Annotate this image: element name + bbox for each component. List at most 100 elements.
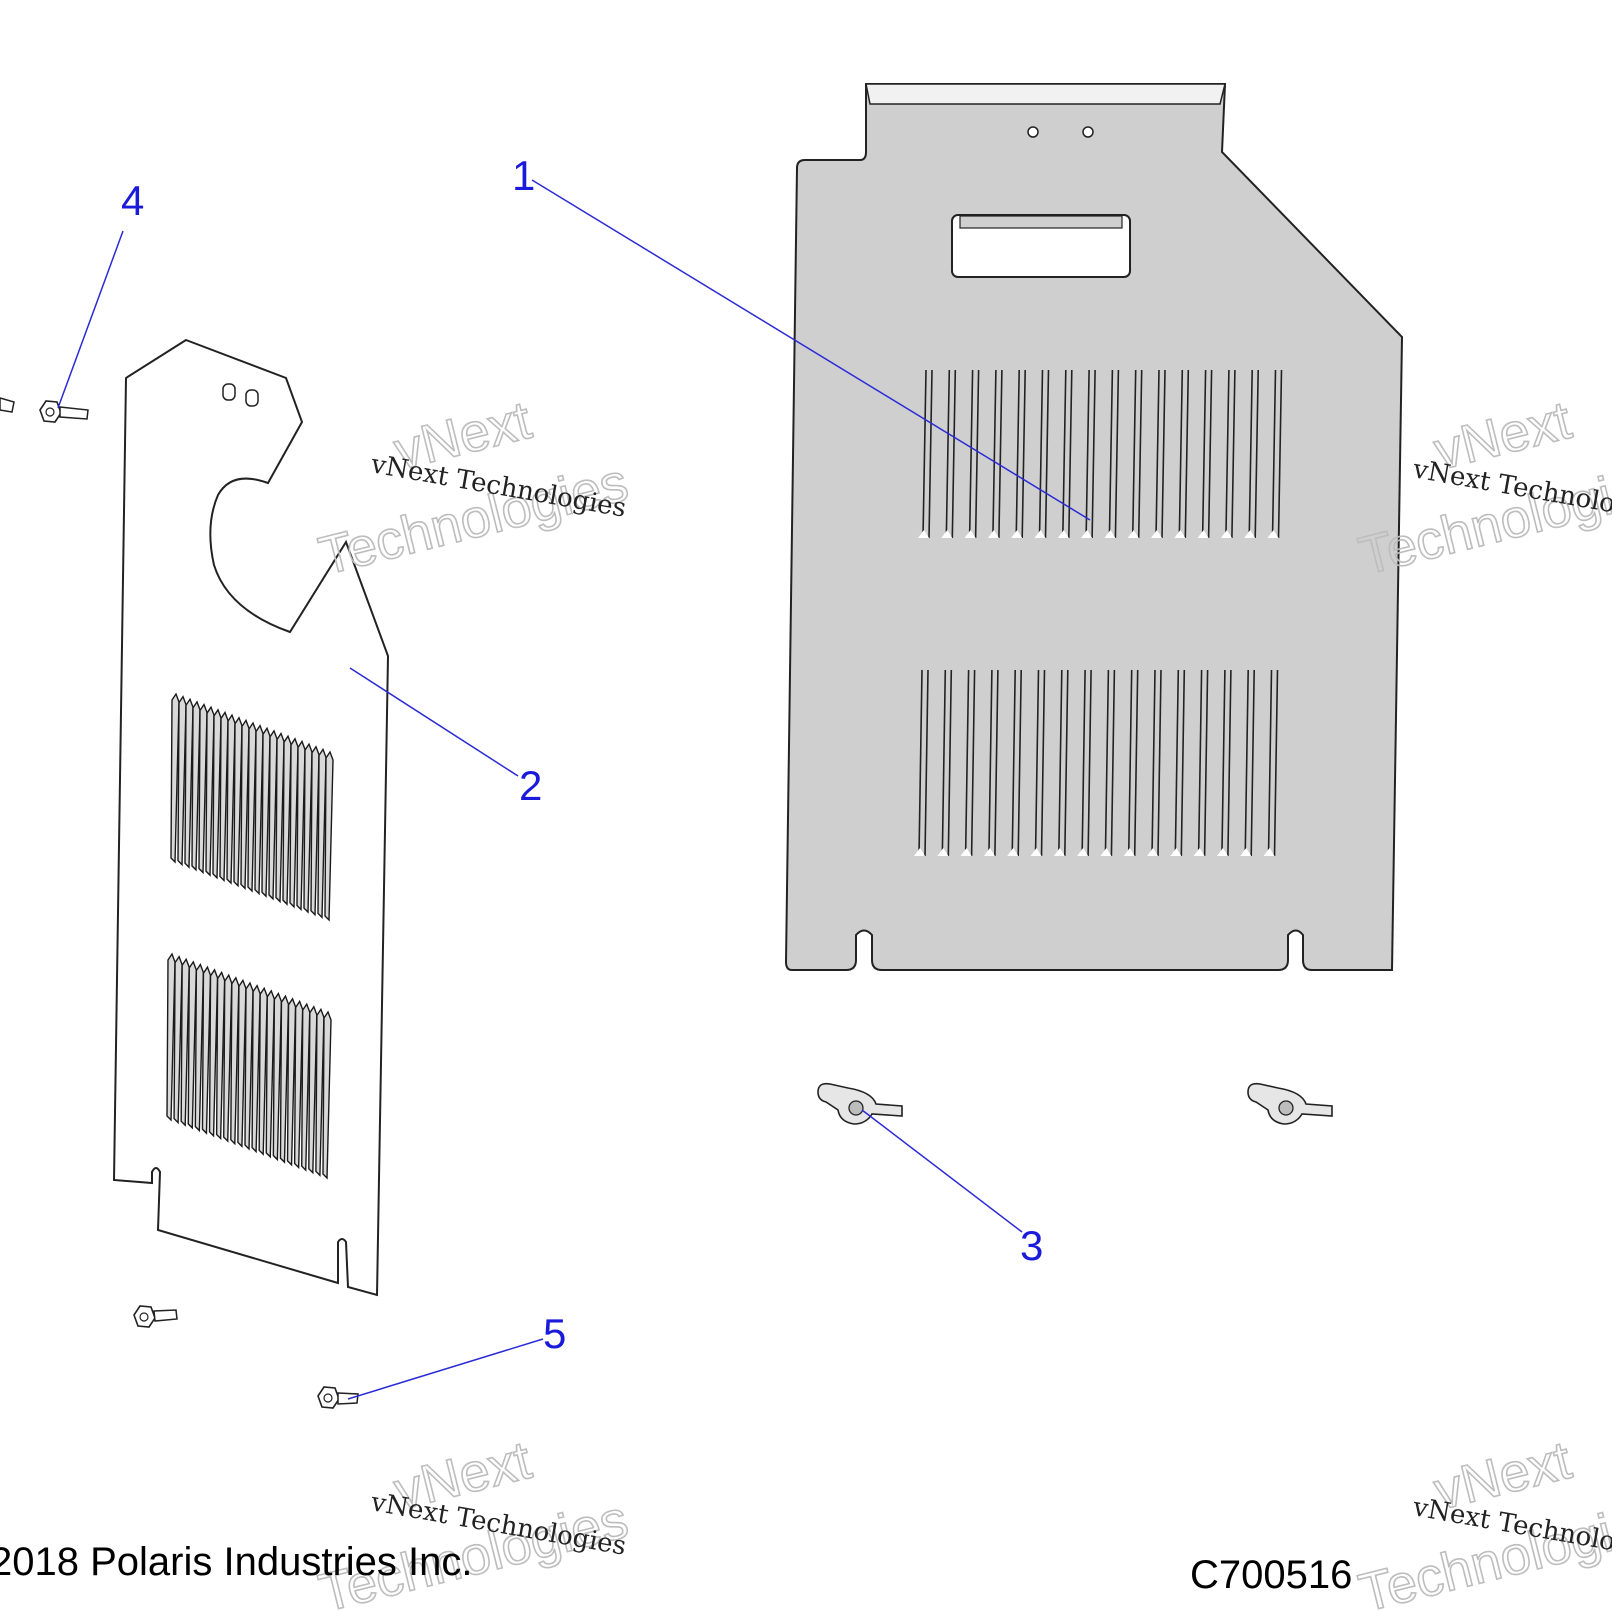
vent-slot [1021,369,1026,539]
louver-fin [317,747,327,920]
panel-2-louvers-lower [166,952,332,1180]
panel-2-louvers-upper [170,692,334,922]
vent-slot [1114,369,1120,539]
vent-slot [1174,669,1180,857]
vent-slot [1133,669,1139,857]
vent-slot [1277,369,1283,539]
vent-slot [1231,369,1236,539]
vent-slot [1087,669,1092,857]
louver-fin [240,718,250,891]
bolt-partial-left [0,397,15,413]
vent-slot [924,669,929,857]
vent-slot-notch [1011,530,1023,538]
vent-slot [918,669,923,857]
panel-2-hole-right [245,389,259,407]
vent-slot-notch [1216,848,1228,856]
louver-fin [303,742,313,914]
louver-fin [258,986,268,1156]
bolt-part-5 [317,1386,359,1409]
vent-slot [1155,369,1160,539]
vent-slot-notch [1053,848,1065,856]
vent-slot [998,369,1003,539]
vent-slot-notch [1174,530,1186,538]
louver-fin [275,732,285,904]
leader-5 [347,1338,544,1400]
louver-fin [170,692,180,864]
vent-slot-notch [1267,530,1279,538]
louver-fin [315,1007,325,1178]
vent-slot [1151,669,1156,857]
louver-fin [237,978,247,1149]
panel-1-handle-slot [951,214,1131,278]
vent-slot [994,669,999,857]
bolt-part-4 [39,400,89,423]
vent-slot [1081,669,1086,857]
panel-1-body [784,83,1404,971]
vent-slot [1131,369,1137,539]
vent-slot [1250,669,1255,857]
vent-slot-notch [941,530,953,538]
louver-fin [191,700,201,872]
clip-part-3-right [1247,1082,1333,1125]
vent-slot [945,369,951,539]
vent-slot [1184,369,1190,539]
vent-slot [1273,669,1279,857]
vent-slot [1110,669,1116,857]
louver-fin [187,960,197,1130]
louver-fin [282,734,292,906]
vent-slot [1085,369,1090,539]
vent-slot [1207,369,1213,539]
vent-slot-notch [983,848,995,856]
louver-fin [272,992,283,1162]
panel-1-vents-upper [918,369,1283,539]
vent-slot [992,369,997,539]
vent-slot [1254,369,1259,539]
bolt-bottom-left [133,1305,178,1328]
louver-fin [286,997,297,1167]
louver-fin [184,697,194,869]
vent-slot [1225,369,1230,539]
louver-fin [198,703,208,875]
vent-slot [1137,369,1143,539]
panel-2-hole-left [222,383,236,401]
watermark-top-left: vNext Technologies vNext Technologies [313,389,635,587]
vent-slot [1161,369,1166,539]
vent-slot [1017,669,1022,857]
vent-slot-notch [1030,848,1042,856]
louver-fin [265,989,275,1159]
vent-slot-notch [918,530,929,538]
panel-1-hole-left [1027,126,1039,138]
vent-slot [970,669,976,857]
vent-slot [1227,669,1232,857]
vent-slot [1244,669,1249,857]
louver-fin [310,745,320,917]
vent-slot [1062,369,1067,539]
watermark-bottom-right: vNext Technologies vNext Technologies [1353,1429,1612,1612]
vent-slot-notch [1100,848,1112,856]
louver-fin [279,994,290,1164]
louver-fin [215,970,226,1141]
louver-fin [194,963,205,1133]
vent-slot-notch [1147,848,1158,856]
vent-slot [928,369,933,539]
vent-slot [988,669,993,857]
louver-fin [233,716,243,888]
louver-fin [293,999,304,1170]
vent-slot [968,369,974,539]
louver-fin [251,984,261,1154]
vent-slot-notch [987,530,999,538]
vent-slot [1044,369,1050,539]
vent-slot-notch [1057,530,1069,538]
panel-1-handle-inner [959,215,1123,229]
vent-slot [1180,669,1186,857]
vent-slot-notch [1007,848,1019,856]
leader-1 [531,179,1091,521]
leader-4 [57,230,124,409]
vent-slot [951,369,957,539]
louver-fin [322,1010,332,1180]
louver-fin [230,976,240,1146]
louver-fin [180,957,190,1127]
leader-3 [861,1109,1023,1233]
callout-4: 4 [121,177,144,224]
vent-slot [1178,369,1184,539]
